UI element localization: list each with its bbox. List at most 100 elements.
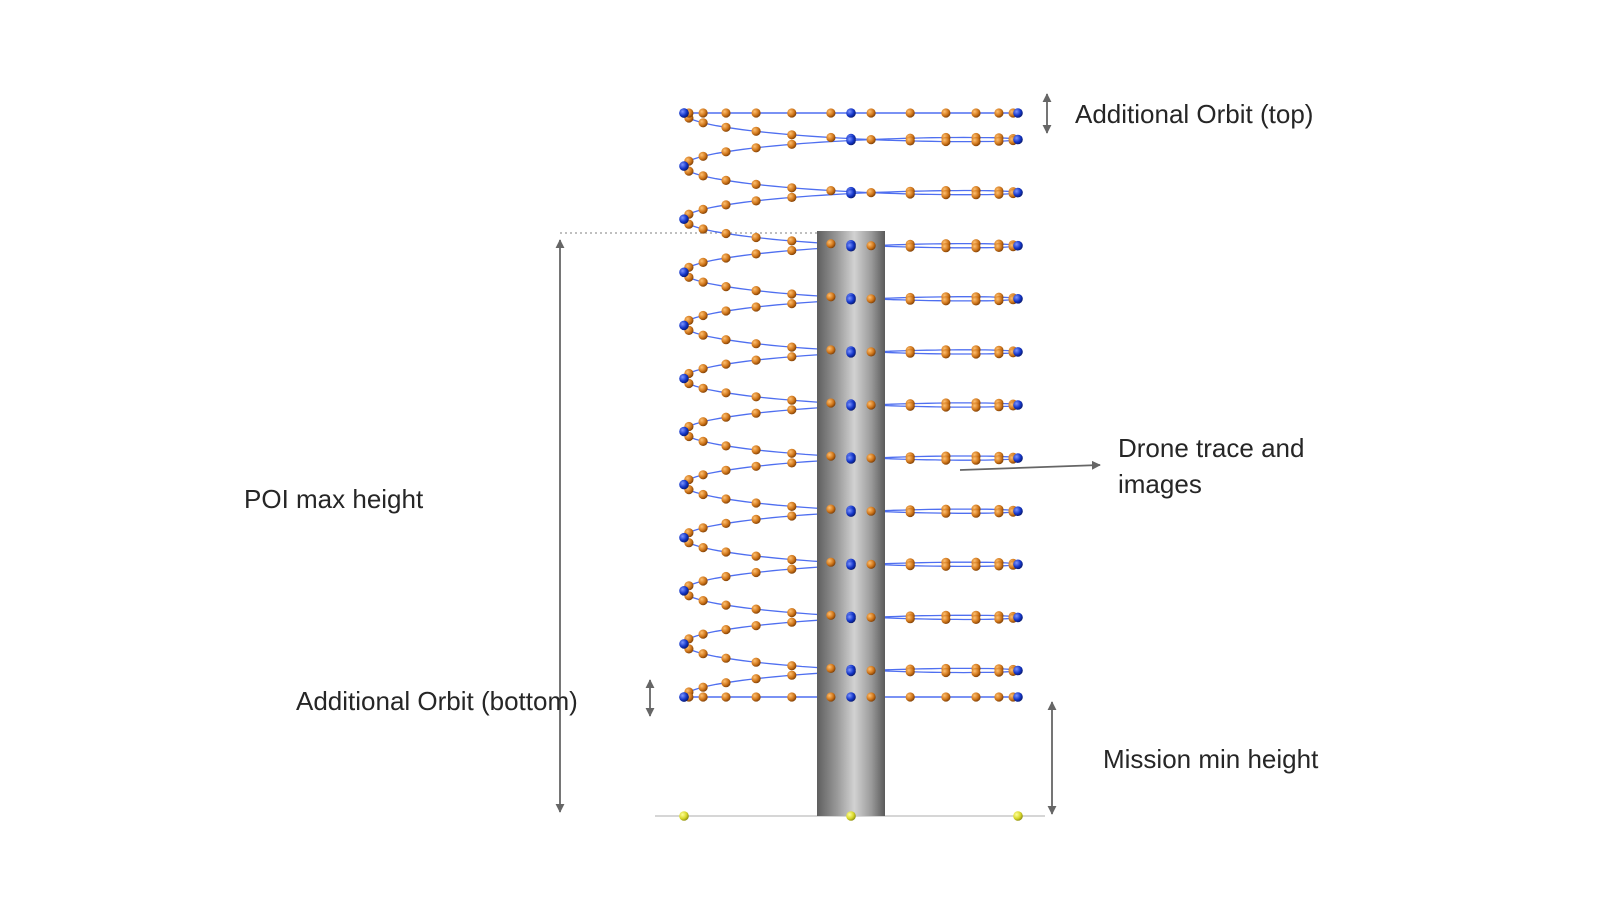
image-point	[698, 330, 708, 340]
image-point	[787, 458, 797, 468]
waypoint	[846, 188, 856, 199]
image-point	[751, 143, 761, 153]
image-point	[866, 453, 876, 463]
image-point	[866, 692, 876, 702]
poi-max-height-label: POI max height	[244, 484, 424, 514]
image-point	[905, 136, 915, 146]
image-point	[941, 561, 951, 571]
image-point	[751, 179, 761, 189]
image-point	[751, 286, 761, 296]
waypoint	[679, 426, 689, 437]
image-point	[751, 392, 761, 402]
image-point	[751, 567, 761, 578]
image-point	[787, 661, 797, 671]
waypoint	[679, 639, 689, 649]
image-point	[721, 653, 731, 663]
image-point	[787, 352, 797, 362]
waypoint	[1013, 347, 1023, 357]
image-point	[751, 657, 761, 667]
image-point	[971, 243, 981, 253]
image-point	[866, 108, 876, 118]
waypoint	[846, 348, 856, 358]
additional-orbit-bottom-label: Additional Orbit (bottom)	[296, 686, 578, 716]
image-point	[787, 236, 797, 246]
image-point	[905, 242, 915, 252]
image-point	[698, 692, 708, 702]
image-point	[971, 614, 981, 625]
waypoint	[1013, 506, 1023, 516]
image-point	[721, 571, 731, 582]
image-point	[905, 295, 915, 305]
image-point	[698, 383, 708, 393]
image-point	[866, 612, 876, 623]
image-point	[826, 239, 836, 249]
image-point	[698, 224, 708, 234]
image-point	[826, 292, 836, 302]
image-point	[905, 561, 915, 571]
waypoint	[846, 507, 856, 517]
waypoint	[846, 666, 856, 677]
image-point	[826, 451, 836, 461]
image-point	[994, 349, 1004, 359]
image-point	[698, 310, 708, 321]
ground-point	[1013, 811, 1023, 821]
waypoint	[1013, 187, 1023, 198]
waypoint	[1013, 692, 1023, 702]
image-point	[971, 508, 981, 518]
image-point	[941, 455, 951, 465]
image-point	[698, 576, 708, 586]
waypoint	[679, 532, 689, 543]
additional-orbit-top-label: Additional Orbit (top)	[1075, 99, 1314, 129]
image-point	[826, 504, 836, 514]
image-point	[994, 136, 1004, 146]
image-point	[866, 347, 876, 357]
image-point	[866, 135, 876, 145]
image-point	[971, 108, 981, 118]
image-point	[905, 108, 915, 118]
image-point	[971, 137, 981, 147]
image-point	[905, 401, 915, 411]
image-point	[751, 461, 761, 471]
waypoint	[1013, 453, 1023, 463]
waypoint	[846, 613, 856, 624]
waypoint	[846, 135, 856, 146]
image-point	[721, 228, 731, 239]
image-point	[971, 561, 981, 571]
image-point	[941, 667, 951, 678]
image-point	[994, 455, 1004, 465]
image-point	[751, 514, 761, 525]
image-point	[751, 339, 761, 349]
image-point	[971, 667, 981, 678]
image-point	[826, 557, 836, 567]
waypoint	[1013, 294, 1023, 304]
image-point	[787, 501, 797, 511]
image-point	[941, 614, 951, 625]
image-point	[866, 294, 876, 304]
waypoint	[1013, 400, 1023, 410]
image-point	[751, 126, 761, 136]
image-point	[787, 554, 797, 565]
image-point	[941, 108, 951, 118]
image-point	[787, 108, 797, 118]
image-point	[826, 398, 836, 408]
image-point	[941, 692, 951, 702]
image-point	[971, 455, 981, 465]
image-point	[698, 596, 708, 606]
waypoint	[679, 692, 689, 702]
image-point	[787, 608, 797, 618]
waypoint	[1013, 108, 1023, 118]
image-point	[826, 108, 836, 118]
image-point	[787, 405, 797, 415]
image-point	[866, 506, 876, 516]
image-point	[751, 692, 761, 702]
waypoint	[1013, 559, 1023, 570]
image-point	[698, 417, 708, 427]
orbit-front-layer	[679, 108, 1023, 702]
image-point	[866, 559, 876, 569]
ground-point	[679, 811, 689, 821]
image-point	[787, 245, 797, 256]
image-point	[787, 130, 797, 140]
image-point	[866, 665, 876, 676]
image-point	[866, 241, 876, 251]
waypoint	[679, 586, 689, 596]
